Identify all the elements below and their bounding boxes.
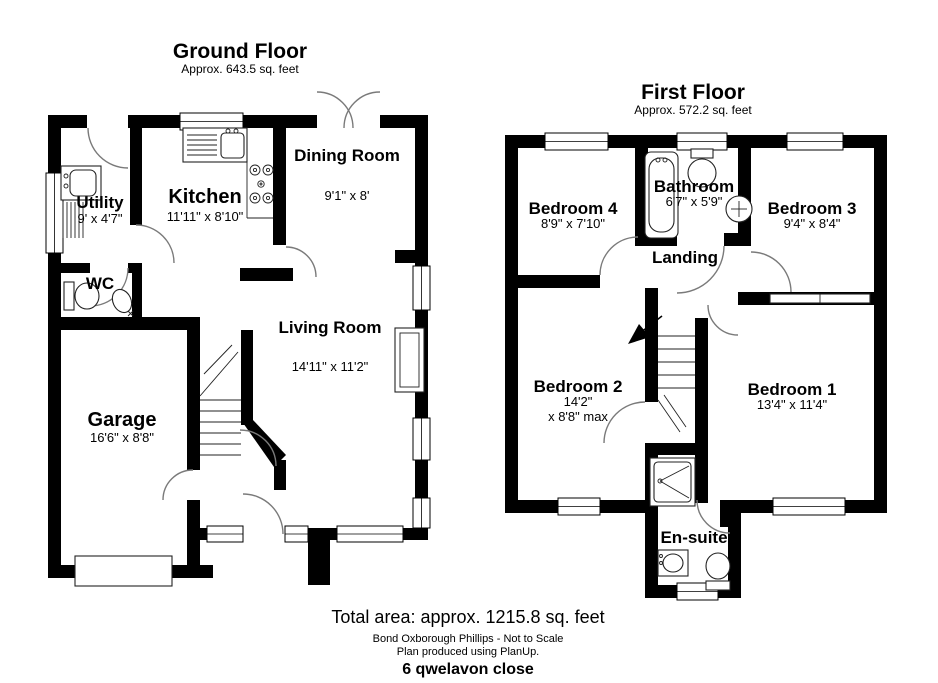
bathroom-basin [725, 195, 753, 223]
utility-sink [60, 165, 102, 238]
shower [649, 457, 696, 507]
first-floor-title: First Floor [641, 81, 745, 104]
fireplace [394, 327, 425, 393]
disclaimer-line2: Plan produced using PlanUp. [396, 646, 540, 658]
room-dims-bedroom2-2: x 8'8" max [548, 409, 608, 424]
kitchen-sink [182, 127, 248, 163]
room-label-bedroom2: Bedroom 2 [533, 377, 623, 396]
bedroom1-wardrobe [769, 293, 871, 304]
ensuite-basin [657, 549, 689, 577]
ground-floor-stairs [199, 344, 241, 456]
room-dims-bathroom: 6'7" x 5'9" [665, 194, 723, 209]
room-label-bedroom1: Bedroom 1 [747, 380, 837, 399]
ground-floor-windows [45, 112, 431, 543]
bath [644, 151, 679, 239]
room-dims-dining: 9'1" x 8' [324, 188, 370, 203]
ground-floor-subtitle: Approx. 643.5 sq. feet [181, 62, 299, 76]
wc-basin [111, 288, 134, 317]
room-label-bedroom3: Bedroom 3 [767, 199, 857, 218]
total-area-text: Total area: approx. 1215.8 sq. feet [331, 607, 605, 627]
room-dims-bedroom1: 13'4" x 11'4" [756, 397, 828, 412]
wc-toilet [63, 281, 100, 311]
room-dims-living: 14'11" x 11'2" [291, 359, 369, 374]
room-dims-utility: 9' x 4'7" [77, 211, 123, 226]
room-label-kitchen: Kitchen [168, 186, 242, 208]
first-floor-walls [505, 135, 887, 598]
first-floor-stairs [657, 335, 695, 433]
room-label-bedroom4: Bedroom 4 [528, 199, 618, 218]
property-address: 6 qwelavon close [402, 661, 534, 678]
room-dims-kitchen: 11'11" x 8'10" [166, 209, 244, 224]
room-dims-bedroom4: 8'9" x 7'10" [540, 216, 606, 231]
first-floor-doors [599, 236, 792, 534]
room-label-utility: Utility [76, 193, 124, 212]
disclaimer-line1: Bond Oxborough Phillips - Not to Scale [372, 633, 564, 645]
kitchen-hob [246, 128, 274, 219]
garage-door [74, 555, 173, 587]
ground-floor-doors [87, 91, 381, 535]
bathroom-toilet [687, 148, 717, 188]
room-label-dining: Dining Room [294, 146, 400, 165]
stairs-direction-arrow [628, 315, 663, 344]
first-floor-subtitle: Approx. 572.2 sq. feet [634, 103, 752, 117]
room-dims-garage: 16'6" x 8'8" [89, 430, 155, 445]
first-floor-windows [544, 132, 846, 601]
room-label-bathroom: Bathroom [653, 177, 735, 196]
room-label-garage: Garage [87, 409, 157, 431]
room-label-landing: Landing [651, 248, 719, 267]
room-dims-bedroom2-1: 14'2" [563, 394, 593, 409]
room-label-wc: WC [85, 274, 115, 293]
room-label-living: Living Room [278, 318, 382, 337]
room-dims-bedroom3: 9'4" x 8'4" [783, 216, 841, 231]
room-label-ensuite: En-suite [660, 528, 728, 547]
ensuite-toilet [705, 552, 731, 591]
ground-floor-title: Ground Floor [172, 40, 308, 63]
